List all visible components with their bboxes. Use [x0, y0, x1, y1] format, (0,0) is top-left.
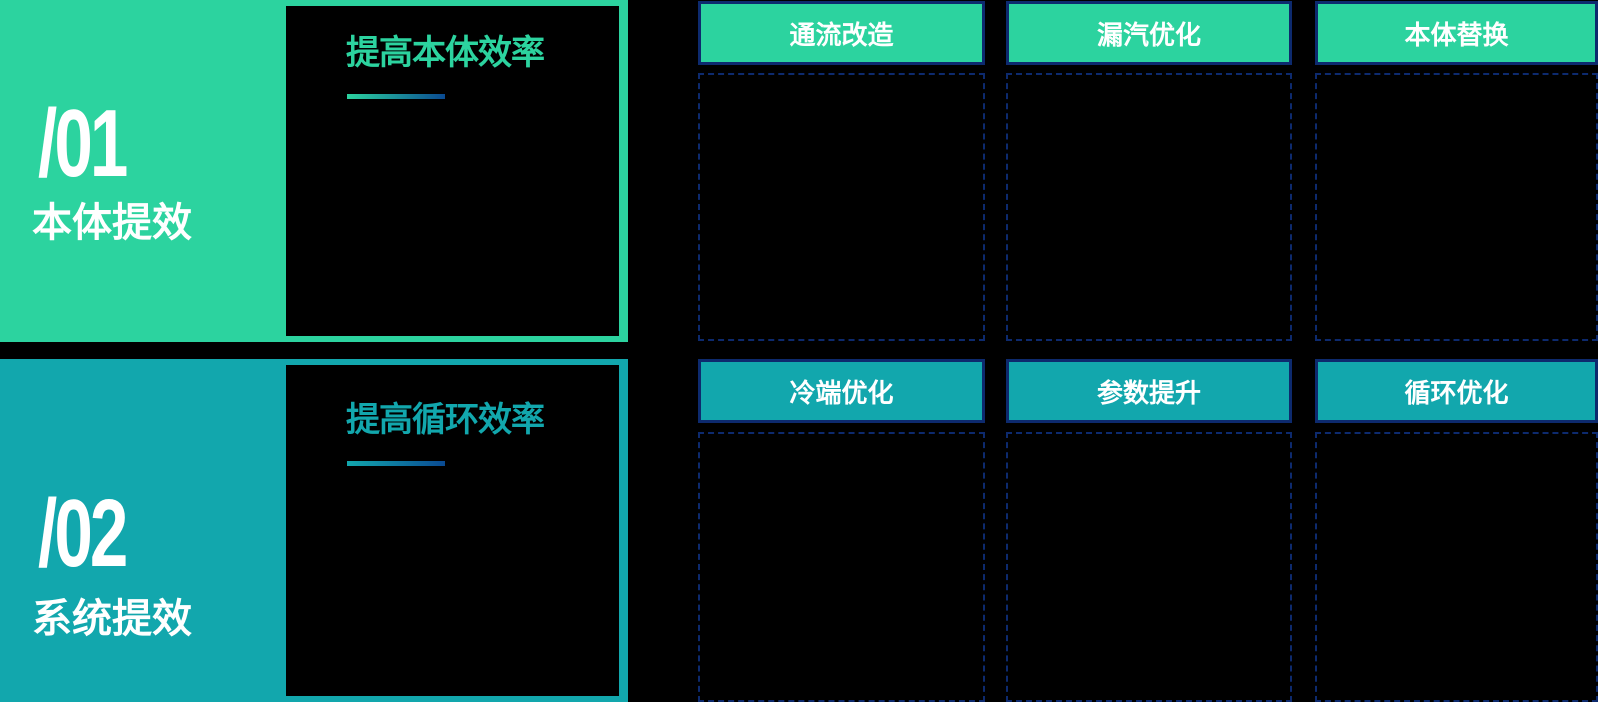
section-1-number: /01 [38, 90, 128, 197]
section-2-number: /02 [38, 480, 128, 587]
section-2-content-box: 提高循环效率 [283, 362, 622, 699]
tile-body-2-2 [1006, 432, 1292, 702]
tile-header-2-1: 冷端优化 [698, 359, 985, 423]
section-2-category: 系统提效 [32, 596, 192, 642]
section-1-subtitle: 提高本体效率 [346, 33, 545, 73]
tile-header-1-3: 本体替换 [1315, 1, 1598, 65]
tile-header-1-2: 漏汽优化 [1006, 1, 1292, 65]
tile-body-2-3 [1315, 432, 1598, 702]
section-1-accent-bar [347, 94, 445, 99]
section-1-content-box: 提高本体效率 [283, 3, 622, 339]
tile-body-1-2 [1006, 73, 1292, 341]
tile-body-2-1 [698, 432, 985, 702]
tile-header-1-1: 通流改造 [698, 1, 985, 65]
tile-body-1-1 [698, 73, 985, 341]
section-2-accent-bar [347, 461, 445, 466]
tile-header-2-3: 循环优化 [1315, 359, 1598, 423]
section-1-category: 本体提效 [32, 200, 192, 246]
tile-body-1-3 [1315, 73, 1598, 341]
section-1-panel: /01 本体提效 提高本体效率 [0, 0, 628, 342]
section-2-subtitle: 提高循环效率 [346, 400, 545, 440]
tile-header-2-2: 参数提升 [1006, 359, 1292, 423]
section-2-panel: /02 系统提效 提高循环效率 [0, 359, 628, 702]
